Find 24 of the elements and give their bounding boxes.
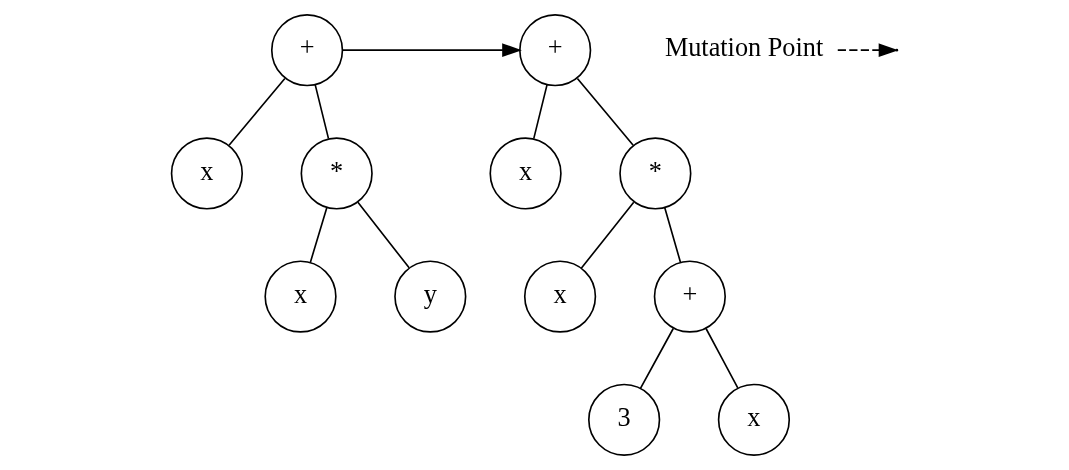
node-circle: +	[270, 14, 344, 87]
node-circle: *	[300, 137, 373, 210]
node-circle: x	[170, 137, 244, 210]
connector	[576, 77, 634, 147]
connector	[357, 201, 410, 269]
node-circle: x	[717, 383, 791, 456]
node-circle: x	[523, 260, 597, 333]
node-circle: x	[264, 260, 337, 333]
node-circle: 3	[588, 383, 661, 456]
node-circle: +	[653, 260, 726, 333]
node-text: Mutation Point	[664, 33, 824, 63]
connector	[663, 207, 682, 264]
connector	[309, 207, 328, 264]
connector	[580, 201, 635, 270]
connector	[314, 83, 330, 140]
node-circle: x	[489, 137, 562, 210]
connector	[228, 77, 286, 147]
node-circle: y	[394, 260, 467, 333]
node-circle: +	[519, 14, 592, 87]
connector	[639, 327, 675, 390]
connector	[532, 83, 548, 140]
node-circle: *	[619, 137, 692, 210]
connector	[705, 327, 739, 389]
arrow	[341, 43, 522, 58]
